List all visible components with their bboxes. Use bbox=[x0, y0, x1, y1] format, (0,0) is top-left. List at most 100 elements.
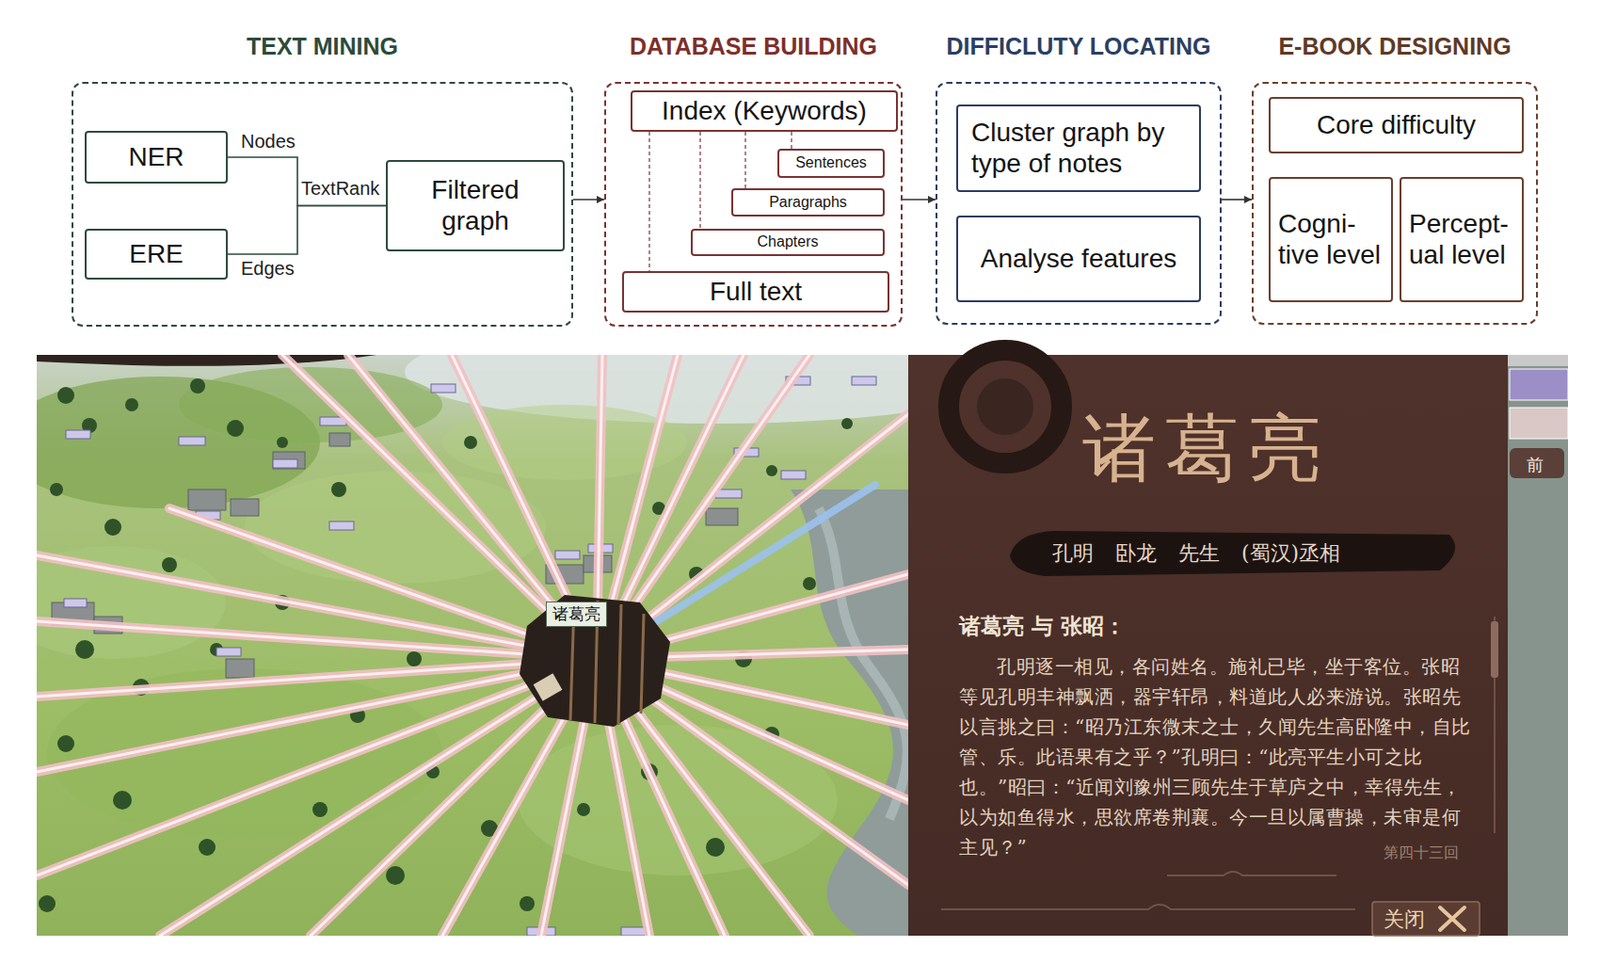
character-panel-part bbox=[941, 904, 1356, 910]
relation-ray-part-part bbox=[36, 658, 597, 876]
process-box: Index (Keywords) bbox=[630, 90, 898, 132]
landscape-part-part bbox=[226, 419, 244, 437]
character-panel-part bbox=[908, 354, 1508, 936]
landscape-part-part bbox=[766, 464, 778, 477]
landscape-part-part bbox=[49, 482, 64, 496]
landscape-part-part bbox=[188, 489, 226, 511]
landscape-part-part bbox=[329, 521, 354, 530]
landscape-part-part bbox=[75, 640, 95, 659]
dashed-connector bbox=[790, 131, 792, 149]
landscape-part bbox=[36, 354, 377, 367]
group-title: E-BOOK DESIGNING bbox=[1253, 32, 1536, 61]
box-label: Analyse features bbox=[980, 243, 1178, 274]
character-panel-part bbox=[1440, 907, 1465, 930]
character-name: 诸葛亮 bbox=[1082, 400, 1331, 499]
side-strip bbox=[1507, 354, 1568, 936]
process-box: Percept- ual level bbox=[1399, 176, 1524, 303]
dashed-connector bbox=[744, 131, 746, 189]
character-panel bbox=[908, 350, 1508, 936]
landscape-part-part bbox=[272, 459, 298, 468]
side-strip-part bbox=[1509, 368, 1568, 400]
map-node-tag: 诸葛亮 bbox=[545, 601, 608, 627]
landscape-part-part bbox=[38, 895, 56, 912]
side-strip-part bbox=[1509, 407, 1568, 439]
process-box: Cogni- tive level bbox=[1268, 176, 1393, 303]
landscape bbox=[36, 354, 909, 936]
box-label: Index (Keywords) bbox=[661, 96, 867, 127]
character-token bbox=[519, 594, 671, 727]
character-panel-part bbox=[976, 378, 1034, 435]
box-label: Full text bbox=[709, 276, 802, 307]
landscape-part-part bbox=[385, 865, 405, 885]
landscape-part-part bbox=[230, 498, 259, 516]
group-frame: DATABASE BUILDINGIndex (Keywords)Sentenc… bbox=[604, 81, 903, 327]
landscape-part-part bbox=[841, 417, 853, 430]
landscape-part-part bbox=[519, 896, 535, 912]
relation-ray-part-part bbox=[160, 658, 597, 936]
process-box: Core difficulty bbox=[1268, 96, 1524, 154]
process-box: Sentences bbox=[777, 148, 885, 178]
landscape-part-part bbox=[705, 837, 725, 857]
landscape-part-part bbox=[406, 651, 422, 667]
connector bbox=[1221, 198, 1252, 201]
box-label: ERE bbox=[128, 239, 184, 270]
group-frame: E-BOOK DESIGNINGCore difficultyCogni- ti… bbox=[1251, 81, 1538, 325]
box-label: Core difficulty bbox=[1316, 110, 1476, 141]
process-box: ERE bbox=[84, 228, 228, 280]
process-box: Cluster graph by type of notes bbox=[956, 104, 1201, 192]
landscape-part-part bbox=[331, 481, 347, 497]
character-token-part-part bbox=[640, 613, 644, 714]
landscape-part-part bbox=[555, 550, 580, 560]
landscape-part-part bbox=[190, 378, 206, 394]
box-label: Cluster graph by type of notes bbox=[971, 117, 1186, 178]
relation-ray-part-part bbox=[36, 555, 597, 659]
box-label: NER bbox=[128, 142, 184, 173]
process-box: Full text bbox=[622, 271, 890, 313]
character-titles: 孔明 卧龙 先生 (蜀汉)丞相 bbox=[1052, 539, 1341, 568]
group-title: TEXT MINING bbox=[73, 32, 572, 61]
landscape-part-part bbox=[851, 376, 877, 385]
landscape-part-part bbox=[64, 598, 87, 608]
group-frame: TEXT MININGNEREREFiltered graph bbox=[71, 81, 574, 327]
landscape-part-part bbox=[104, 518, 122, 536]
process-box: Paragraphs bbox=[731, 188, 885, 217]
landscape-part-part bbox=[161, 557, 177, 573]
landscape-part-part bbox=[125, 398, 139, 412]
process-box: Filtered graph bbox=[385, 160, 565, 252]
process-box: Analyse features bbox=[956, 215, 1201, 303]
landscape-part-part bbox=[576, 802, 591, 816]
landscape-part-part bbox=[65, 430, 91, 439]
landscape-part-part bbox=[329, 432, 351, 447]
group-title: DIFFICLUTY LOCATING bbox=[937, 32, 1220, 61]
box-label: Cogni- tive level bbox=[1278, 208, 1384, 270]
landscape-part-part bbox=[216, 647, 241, 656]
edge-label: Edges bbox=[240, 257, 295, 280]
landscape-part-part bbox=[276, 436, 288, 448]
relation-ray-part-part bbox=[36, 658, 597, 772]
landscape-part-part bbox=[57, 386, 75, 404]
box-label: Chapters bbox=[757, 233, 819, 251]
landscape-part-part bbox=[705, 508, 738, 526]
dashed-connector bbox=[648, 131, 650, 272]
character-panel-part bbox=[1440, 907, 1465, 930]
character-panel-part bbox=[1372, 901, 1480, 936]
landscape-part-part bbox=[272, 451, 305, 469]
side-strip-part bbox=[1507, 354, 1568, 936]
process-box: NER bbox=[84, 130, 228, 184]
connector bbox=[573, 198, 605, 201]
dashed-connector bbox=[699, 131, 701, 229]
landscape-part-part bbox=[781, 470, 806, 480]
box-label: Sentences bbox=[795, 154, 867, 172]
group-frame: DIFFICLUTY LOCATINGCluster graph by type… bbox=[935, 81, 1222, 325]
relation-ray-part-part bbox=[36, 658, 597, 772]
landscape-part bbox=[818, 508, 908, 819]
landscape-part-part bbox=[225, 658, 255, 678]
relation-ray-part-part bbox=[36, 555, 597, 659]
excerpt-text: 孔明逐一相见，各问姓名。施礼已毕，坐于客位。张昭等见孔明丰神飘洒，器宇轩昂，料道… bbox=[959, 651, 1479, 863]
edge-label: Nodes bbox=[240, 130, 296, 153]
relation-ray bbox=[36, 354, 909, 936]
box-label: Filtered graph bbox=[395, 175, 556, 236]
landscape-part-part bbox=[464, 435, 478, 449]
relation-ray-part bbox=[36, 354, 909, 936]
connector bbox=[902, 198, 936, 201]
